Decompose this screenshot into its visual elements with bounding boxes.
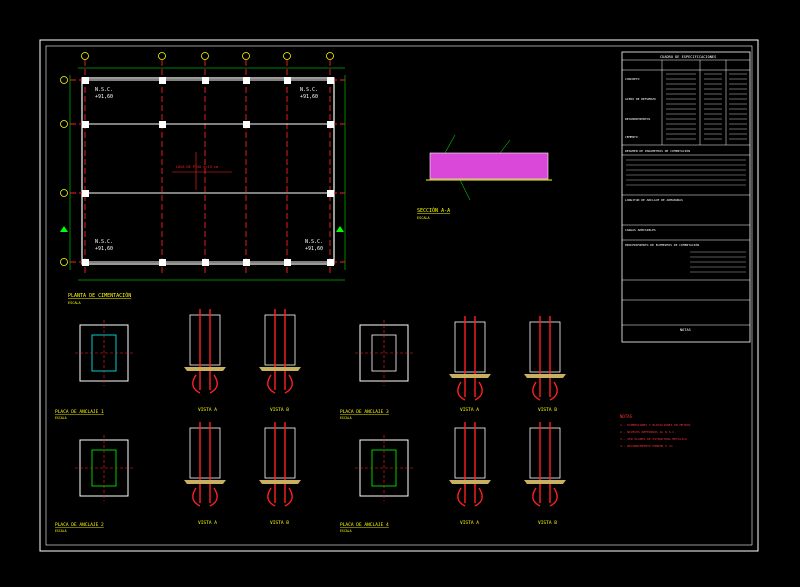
foundation-plan <box>60 52 346 281</box>
spec-row-7: CARGAS ADMISIBLES <box>625 228 656 232</box>
plan-level-label-4: N.S.C. <box>305 239 323 245</box>
view-label-8: VISTA B <box>538 520 557 526</box>
detail-subtitle-2: ESCALA <box>55 529 67 533</box>
view-label-4: VISTA B <box>538 407 557 413</box>
view-label-7: VISTA A <box>460 520 479 526</box>
plan-level-label-1: N.S.C. <box>95 87 113 93</box>
plan-level-label-2: N.S.C. <box>300 87 318 93</box>
plan-slab-note: LOSA DE PISO e=15 cm <box>176 165 218 169</box>
anchor-plate-1 <box>75 320 133 386</box>
elevation-views <box>184 309 566 507</box>
anchor-plate-3 <box>355 320 413 386</box>
plan-level-value-1: +91,60 <box>95 94 113 100</box>
detail-title-3: PLACA DE ANCLAJE 3 <box>340 409 389 415</box>
pedestal-view-7 <box>449 422 491 507</box>
spec-row-5: RESUMEN DE PARAMETROS DE CIMENTACIÓN <box>625 148 690 153</box>
spec-row-1: CONCRETO <box>625 77 640 81</box>
notes-heading: NOTAS <box>620 414 633 419</box>
pedestal-view-6 <box>259 422 301 507</box>
plan-subtitle: ESCALA <box>68 301 82 305</box>
pedestal-view-3 <box>449 316 491 401</box>
spec-row-4: CEMENTO <box>625 135 638 139</box>
notes-line-2: 2.- NIVELES REFERIDOS AL N.S.C. <box>620 430 676 434</box>
section-a-a <box>426 134 552 201</box>
view-label-3: VISTA A <box>460 407 479 413</box>
anchor-plate-2 <box>75 435 133 501</box>
detail-subtitle-1: ESCALA <box>55 416 67 420</box>
detail-title-2: PLACA DE ANCLAJE 2 <box>55 522 104 528</box>
spec-row-8: PROCEDIMIENTO DE ELEMENTOS DE CIMENTACIÓ… <box>625 242 699 247</box>
view-label-1: VISTA A <box>198 407 217 413</box>
anchor-plate-4 <box>355 435 413 501</box>
plan-level-value-4: +91,60 <box>305 246 323 252</box>
view-label-5: VISTA A <box>198 520 217 526</box>
spec-table <box>621 51 751 343</box>
spec-header: CUADRO DE ESPECIFICACIONES <box>660 55 716 59</box>
notes-line-1: 1.- DIMENSIONES Y ELEVACIONES EN METROS <box>620 423 691 427</box>
spec-row-6: LONGITUD DE ANCLAJE DE ARMADURAS <box>625 198 683 202</box>
detail-title-1: PLACA DE ANCLAJE 1 <box>55 409 104 415</box>
plan-level-value-2: +91,60 <box>300 94 318 100</box>
pedestal-view-8 <box>524 422 566 507</box>
section-title: SECCIÓN A-A <box>417 207 450 214</box>
detail-title-4: PLACA DE ANCLAJE 4 <box>340 522 389 528</box>
detail-subtitle-4: ESCALA <box>340 529 352 533</box>
plan-level-value-3: +91,60 <box>95 246 113 252</box>
plan-title: PLANTA DE CIMENTACIÓN <box>68 292 131 299</box>
pedestal-view-4 <box>524 316 566 401</box>
view-label-2: VISTA B <box>270 407 289 413</box>
section-subtitle: ESCALA <box>417 216 431 220</box>
notes-line-3: 3.- VER PLANOS DE ESTRUCTURA METÁLICA <box>620 436 687 441</box>
detail-subtitle-3: ESCALA <box>340 416 352 420</box>
spec-row-2: ACERO DE REFUERZO <box>625 97 656 101</box>
spec-row-3: RECUBRIMIENTOS <box>625 117 650 121</box>
pedestal-view-2 <box>259 309 301 394</box>
pedestal-view-1 <box>184 309 226 394</box>
spec-footer: NOTAS <box>680 328 691 332</box>
notes-line-4: 4.- RECUBRIMIENTO MÍNIMO 5 cm <box>620 443 673 448</box>
plan-level-label-3: N.S.C. <box>95 239 113 245</box>
spec-table-cells <box>626 73 747 273</box>
view-label-6: VISTA B <box>270 520 289 526</box>
outer-frame <box>39 39 759 552</box>
pedestal-view-5 <box>184 422 226 507</box>
inner-frame <box>45 45 753 546</box>
